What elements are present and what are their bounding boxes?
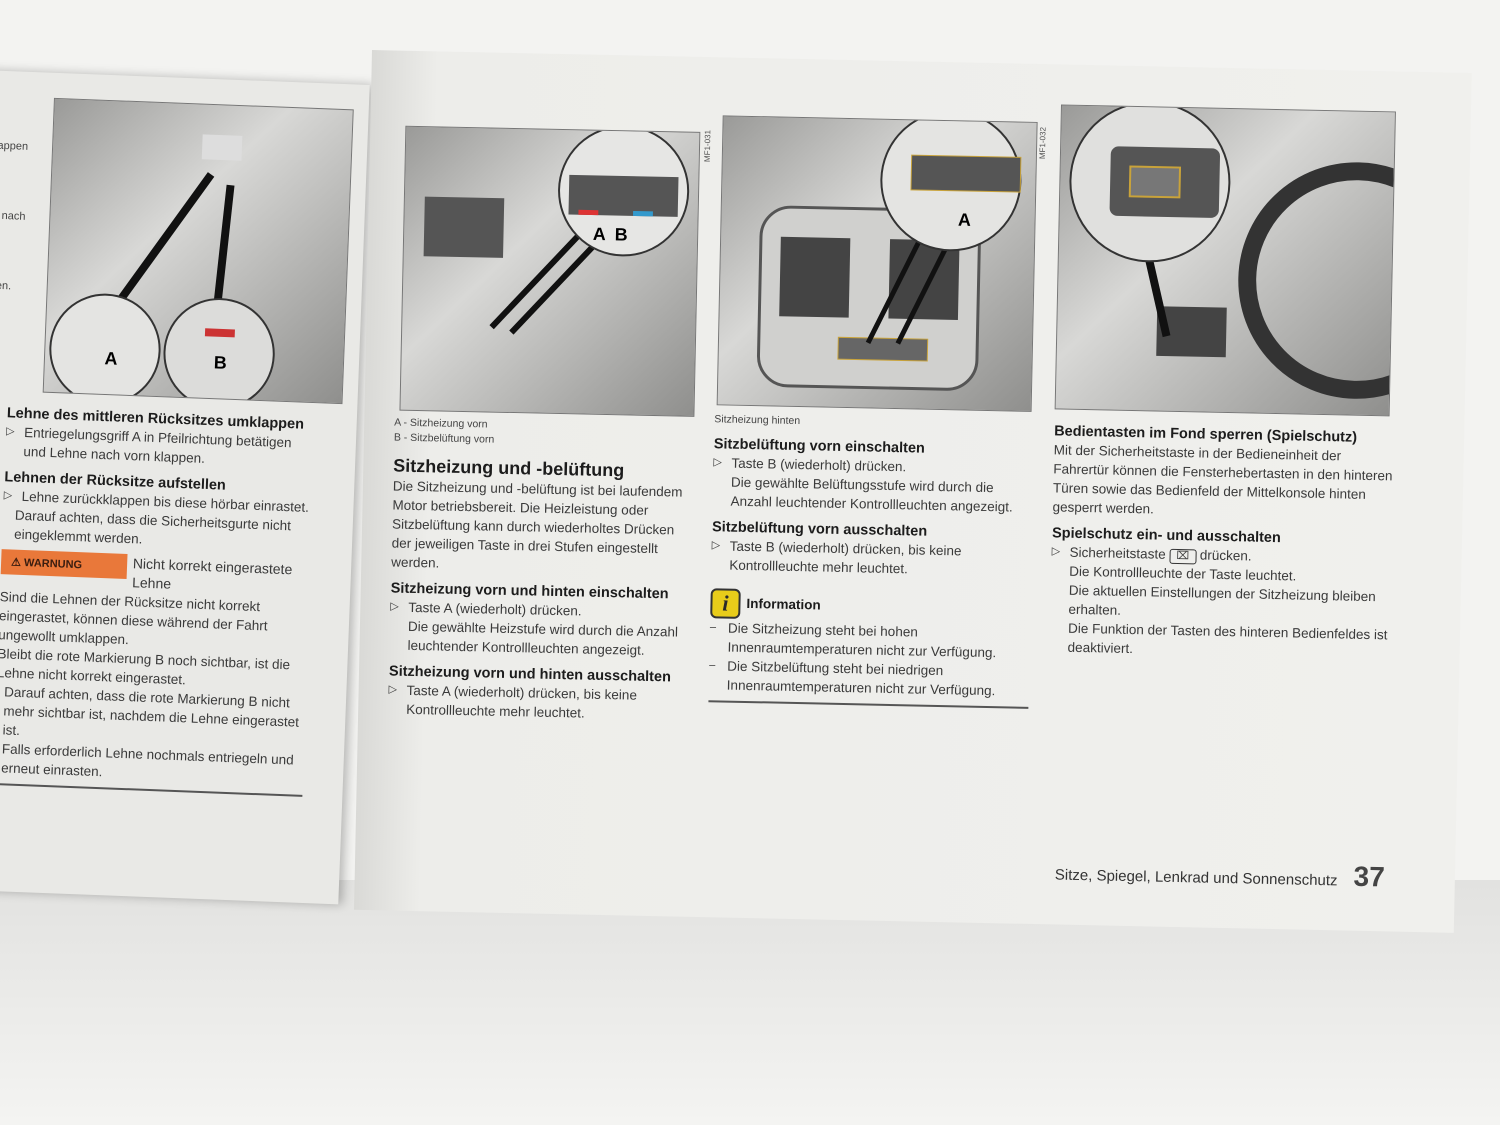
- column-3: Bedientasten im Fond sperren (Spielschut…: [1049, 414, 1399, 663]
- warning-label: ⚠ WARNUNG: [0, 549, 128, 579]
- intro-text: Mit der Sicherheitstaste in der Bedienei…: [1052, 442, 1393, 517]
- step: ▷Taste B (wiederholt) drücken, bis keine…: [711, 538, 962, 577]
- left-text: Lehne des mittleren Rücksitzes umklappen…: [0, 396, 317, 797]
- margin-fragments: lappen e nach den.: [0, 111, 29, 322]
- caption: Sitzheizung hinten: [714, 413, 801, 428]
- label-a: A: [104, 348, 118, 368]
- driver-door-illustration: [1054, 104, 1396, 417]
- label-b: B: [615, 224, 628, 244]
- info-icon: i: [710, 588, 741, 619]
- info-title: Information: [746, 595, 821, 613]
- divider: [708, 700, 1029, 709]
- note: Die gewählte Heizstufe wird durch die An…: [407, 618, 679, 658]
- child-lock-key-icon: ⌧: [1169, 548, 1197, 565]
- step: ▷Taste A (wiederholt) drücken, bis keine…: [388, 682, 638, 721]
- label-a: A: [958, 210, 971, 230]
- note: Die Funktion der Tasten des hinteren Bed…: [1067, 620, 1388, 657]
- fragment: e nach: [0, 209, 26, 223]
- intro-text: Die Sitzheizung und -belüftung ist bei l…: [391, 478, 683, 571]
- page-footer: Sitze, Spiegel, Lenkrad und Sonnenschutz…: [1055, 854, 1385, 893]
- figure-id: MF1-032: [1037, 126, 1048, 160]
- right-page: AB MF1-031 A MF1-032 MF1-084 A - Sitzhei…: [353, 50, 1472, 933]
- column-2: Sitzheizung hinten Sitzbelüftung vorn ei…: [708, 412, 1034, 709]
- column-1: A - Sitzheizung vorn B - Sitzbelüftung v…: [388, 416, 694, 725]
- fragment: lappen: [0, 139, 29, 153]
- info-item: –Die Sitzbelüftung steht bei niedrigen I…: [709, 658, 996, 699]
- fragment: den.: [0, 279, 12, 293]
- label-a: A: [593, 224, 606, 244]
- left-page: lappen e nach den. MF1-026 AB Lehne des …: [0, 70, 370, 905]
- note: Die gewählte Belüftungsstufe wird durch …: [730, 474, 1013, 515]
- figure-id: MF1-031: [702, 129, 713, 163]
- page-number: 37: [1353, 860, 1386, 893]
- rear-console-illustration: A: [716, 115, 1038, 412]
- chapter-title: Sitze, Spiegel, Lenkrad und Sonnenschutz: [1054, 866, 1338, 890]
- label-b: B: [213, 352, 227, 372]
- warning-triangle-icon: ⚠: [10, 556, 22, 569]
- info-item: –Die Sitzheizung steht bei hohen Innenra…: [709, 620, 997, 661]
